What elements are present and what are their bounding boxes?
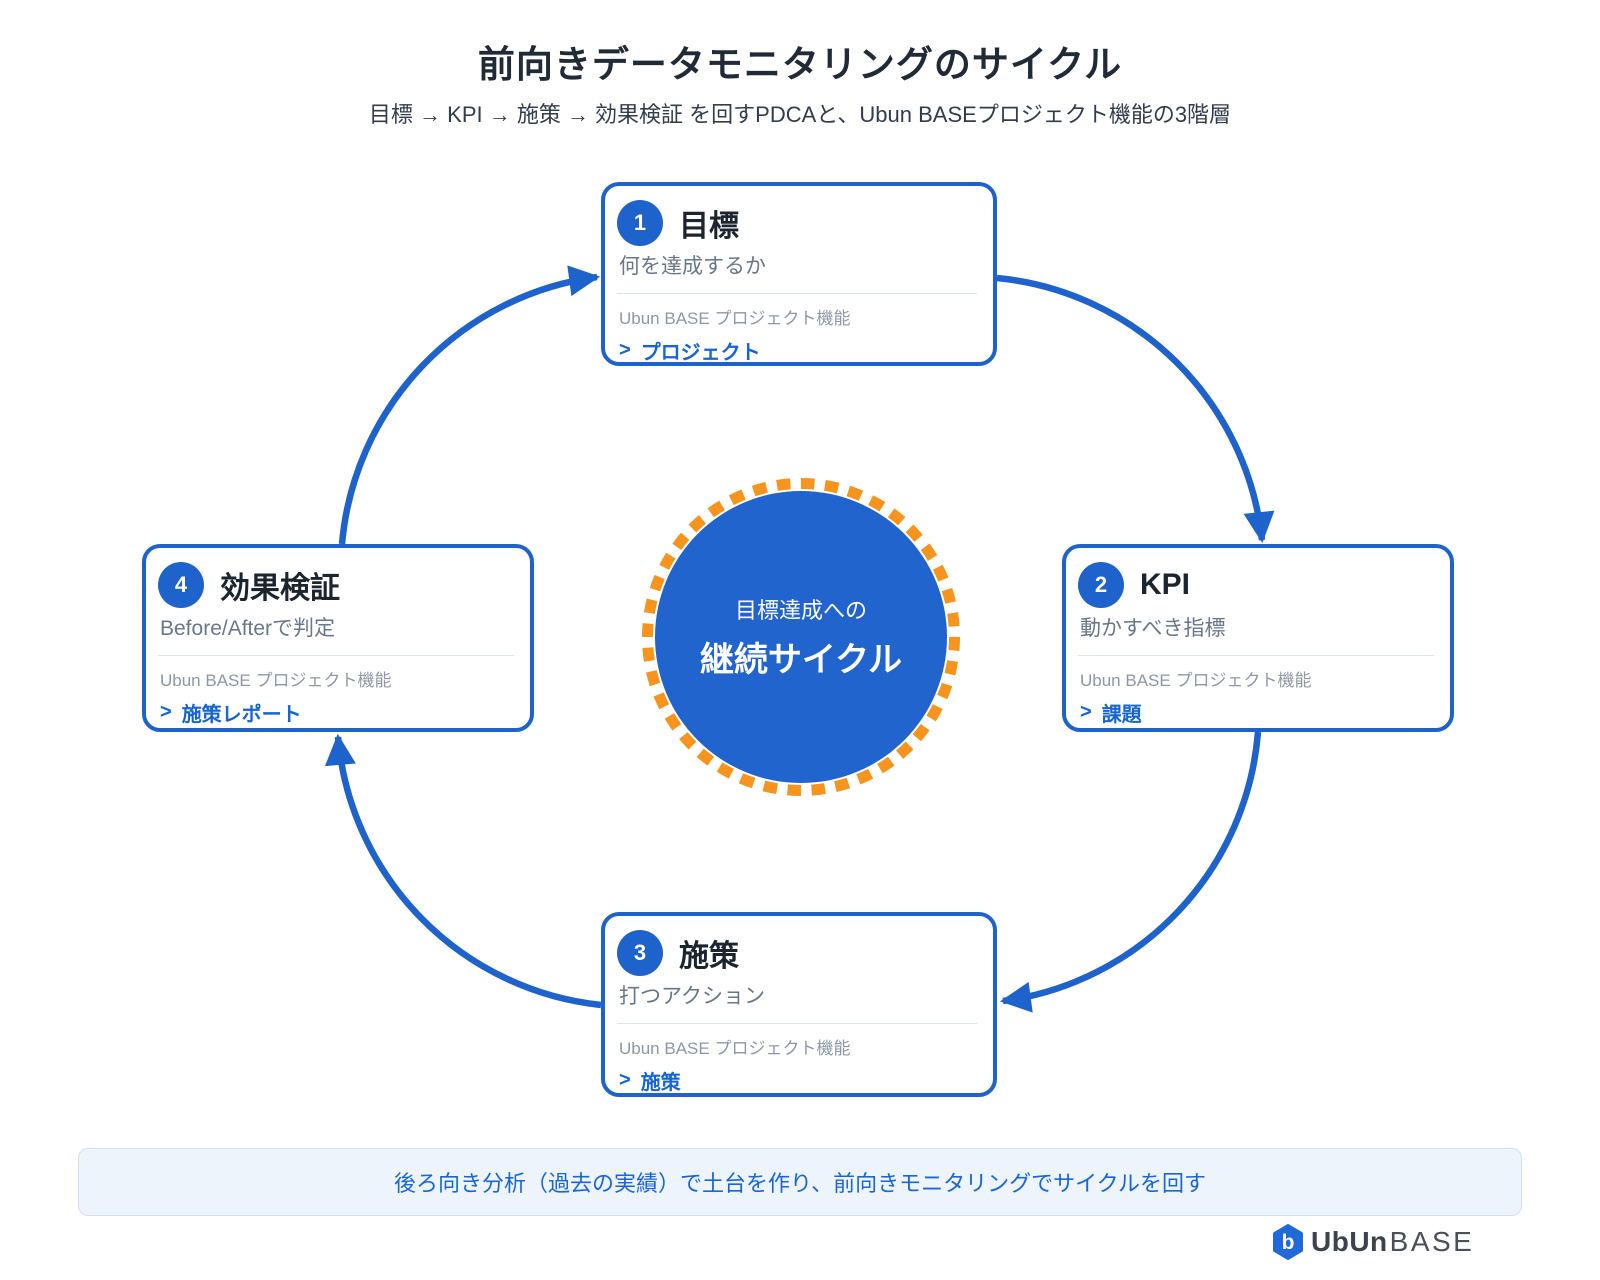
step-number-badge: 2 xyxy=(1078,562,1124,608)
card-divider xyxy=(158,655,514,656)
feature-link-measure-report[interactable]: > 施策レポート xyxy=(160,698,516,727)
logo-letter: b xyxy=(1282,1231,1295,1254)
card-divider xyxy=(1078,655,1434,656)
center-circle-graphic xyxy=(642,478,960,796)
step-title: 施策 xyxy=(679,940,739,973)
card-divider xyxy=(617,1023,977,1024)
step-card-measure: 3 施策 打つアクション Ubun BASE プロジェクト機能 > 施策 xyxy=(601,912,997,1097)
step-card-goal: 1 目標 何を達成するか Ubun BASE プロジェクト機能 > プロジェクト xyxy=(601,182,997,366)
page-title: 前向きデータモニタリングのサイクル xyxy=(477,44,1123,85)
chevron-right-icon: > xyxy=(160,701,172,723)
step-description: 動かすべき指標 xyxy=(1080,617,1226,640)
step-title: 目標 xyxy=(679,210,739,243)
feature-label: Ubun BASE プロジェクト機能 xyxy=(160,671,392,690)
step-number-badge: 4 xyxy=(158,562,204,608)
feature-link-label: プロジェクト xyxy=(640,342,761,364)
step-card-kpi: 2 KPI 動かすべき指標 Ubun BASE プロジェクト機能 > 課題 xyxy=(1062,544,1454,732)
feature-link-project[interactable]: > プロジェクト xyxy=(619,336,979,365)
center-circle: 目標達成への 継続サイクル xyxy=(636,472,966,802)
brand-name-bold: UbUn xyxy=(1311,1226,1388,1257)
footer-note-text: 後ろ向き分析（過去の実績）で土台を作り、前向きモニタリングでサイクルを回す xyxy=(393,1171,1207,1196)
step-number-badge: 3 xyxy=(617,930,663,976)
feature-link-issues[interactable]: > 課題 xyxy=(1080,698,1436,727)
step-number-badge: 1 xyxy=(617,200,663,246)
step-title: KPI xyxy=(1140,568,1191,601)
arrow-verify-to-goal xyxy=(338,265,601,545)
feature-label: Ubun BASE プロジェクト機能 xyxy=(1080,671,1312,690)
chevron-right-icon: > xyxy=(619,339,631,361)
brand-name-light: BASE xyxy=(1389,1226,1475,1257)
step-title: 効果検証 xyxy=(220,572,340,605)
feature-link-label: 課題 xyxy=(1101,704,1142,726)
brand-logo-text: UbUnBASE xyxy=(1311,1224,1474,1260)
page-subtitle: 目標 → KPI → 施策 → 効果検証 を回すPDCAと、Ubun BASEプ… xyxy=(368,102,1232,127)
feature-label: Ubun BASE プロジェクト機能 xyxy=(619,1039,851,1058)
step-description: 打つアクション xyxy=(619,985,765,1008)
feature-link-measures[interactable]: > 施策 xyxy=(619,1066,979,1095)
brand-logo: b UbUnBASE xyxy=(1272,1224,1474,1260)
feature-link-label: 施策 xyxy=(640,1072,681,1094)
feature-label: Ubun BASE プロジェクト機能 xyxy=(619,309,851,328)
step-description: 何を達成するか xyxy=(619,255,766,278)
footer-note-banner: 後ろ向き分析（過去の実績）で土台を作り、前向きモニタリングでサイクルを回す xyxy=(78,1148,1522,1216)
step-card-verify: 4 効果検証 Before/Afterで判定 Ubun BASE プロジェクト機… xyxy=(142,544,534,732)
arrow-kpi-to-measure xyxy=(999,731,1262,1013)
chevron-right-icon: > xyxy=(619,1069,631,1091)
center-circle-line1: 目標達成への xyxy=(734,598,867,623)
chevron-right-icon: > xyxy=(1080,701,1092,723)
step-description: Before/Afterで判定 xyxy=(160,617,336,640)
card-divider xyxy=(617,293,977,294)
arrow-measure-to-verify xyxy=(324,733,602,1009)
center-circle-line2: 継続サイクル xyxy=(699,641,903,679)
arrow-goal-to-kpi xyxy=(996,274,1275,544)
hexagon-b-icon: b xyxy=(1273,1224,1303,1260)
feature-link-label: 施策レポート xyxy=(181,704,302,726)
